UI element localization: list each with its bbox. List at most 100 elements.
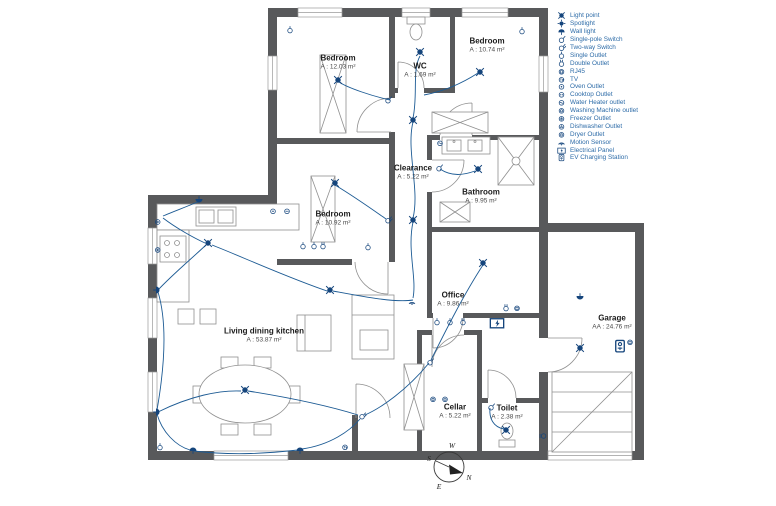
legend-item-freezer-outlet: Freezer Outlet: [557, 115, 638, 123]
legend-item-wall-light: Wall light: [557, 28, 638, 36]
legend-item-motion-sensor: Motion Sensor: [557, 138, 638, 146]
light-point-icon: [330, 178, 340, 188]
light-point-icon: [473, 164, 483, 174]
light-point-icon: [501, 425, 511, 435]
legend-item-single-pole-switch: Single-pole Switch: [557, 36, 638, 44]
hall-closet: [403, 363, 425, 431]
legend-label: Light point: [570, 12, 600, 20]
legend-item-cooktop-outlet: Cooktop Outlet: [557, 91, 638, 99]
tv-outlet-icon: [342, 444, 348, 450]
compass-east-label: E: [436, 482, 442, 491]
legend-item-spotlight: Spotlight: [557, 20, 638, 28]
electrical-panel-icon: [489, 317, 505, 329]
armchair: [177, 308, 195, 325]
legend-item-washing-machine-outlet: Washing Machine outlet: [557, 107, 638, 115]
compass-west-label: W: [449, 441, 456, 450]
shower: [497, 136, 535, 186]
legend-label: Dishwasher Outlet: [570, 122, 623, 130]
legend-item-water-heater-outlet: Water Heater outlet: [557, 99, 638, 107]
legend-item-ev-charging-station: EV Charging Station: [557, 154, 638, 162]
wiring: [156, 55, 505, 455]
legend-item-single-outlet: Single Outlet: [557, 51, 638, 59]
kitchen-sink: [195, 206, 237, 227]
legend-item-oven-outlet: Oven Outlet: [557, 83, 638, 91]
legend-label: Spotlight: [570, 20, 595, 28]
compass-south-label: S: [427, 454, 431, 463]
ev-charging-station-icon: [614, 339, 626, 353]
garage-parking: [551, 371, 633, 453]
legend-item-two-way-switch: Two-way Switch: [557, 44, 638, 52]
bathroom-cabinet: [431, 111, 489, 134]
single-outlet-icon: [311, 241, 317, 250]
light-point-icon: [333, 75, 343, 85]
ev-charging-station-icon: [557, 153, 566, 162]
light-point-icon: [475, 67, 485, 77]
washing-machine-outlet-icon: [430, 396, 436, 402]
light-point-icon: [575, 343, 585, 353]
windows: [147, 7, 633, 461]
kitchen-counter: [156, 203, 300, 303]
bathroom-closet: [439, 201, 471, 223]
vanity-sinks: [441, 136, 491, 155]
double-outlet-icon: [320, 241, 326, 250]
light-point-icon: [408, 115, 418, 125]
rj45-icon: [514, 305, 520, 311]
legend: Light point Spotlight Wall light Single-…: [557, 12, 638, 162]
compass-rose: W S N E: [427, 441, 472, 491]
single-outlet-icon: [300, 241, 306, 250]
legend-label: Cooktop Outlet: [570, 91, 613, 99]
cooktop: [159, 235, 187, 263]
legend-item-dryer-outlet: Dryer Outlet: [557, 130, 638, 138]
legend-label: Two-way Switch: [570, 44, 616, 51]
sofa: [296, 314, 332, 352]
light-point-icon: [408, 215, 418, 225]
motion-sensor-icon: [408, 302, 416, 306]
legend-label: Freezer Outlet: [570, 115, 611, 123]
legend-label: Double Outlet: [570, 59, 610, 67]
legend-item-tv: TV: [557, 75, 638, 83]
legend-label: Motion Sensor: [570, 138, 612, 146]
legend-label: Electrical Panel: [570, 146, 615, 154]
toilet-fixture: [498, 422, 516, 448]
two-way-switch-icon: [359, 412, 367, 420]
legend-label: Oven Outlet: [570, 83, 605, 91]
doors: [354, 61, 583, 419]
legend-label: Dryer Outlet: [570, 130, 605, 138]
light-point-icon: [240, 385, 250, 395]
light-point-icon: [325, 285, 335, 295]
legend-label: Single-pole Switch: [570, 36, 623, 44]
dryer-outlet-icon: [442, 396, 448, 402]
water-heater-outlet-icon: [437, 140, 443, 146]
wc-toilet: [406, 16, 426, 41]
legend-item-rj45: RJ45: [557, 67, 638, 75]
legend-label: Water Heater outlet: [570, 99, 626, 107]
wall-light-icon: [576, 292, 584, 300]
double-outlet-icon: [503, 303, 509, 312]
kitchen-island: [351, 294, 395, 360]
rj45-icon: [627, 339, 633, 345]
legend-item-dishwasher-outlet: Dishwasher Outlet: [557, 122, 638, 130]
light-point-icon: [203, 238, 213, 248]
legend-label: Wall light: [570, 28, 596, 36]
wardrobe: [319, 54, 347, 134]
light-point-icon: [478, 258, 488, 268]
legend-label: TV: [570, 75, 579, 83]
single-outlet-icon: [287, 25, 293, 34]
furniture: [156, 16, 633, 453]
single-outlet-icon: [365, 242, 371, 251]
armchair: [199, 308, 217, 325]
wardrobe: [310, 175, 336, 243]
single-outlet-icon: [157, 442, 163, 451]
legend-item-double-outlet: Double Outlet: [557, 59, 638, 67]
legend-label: RJ45: [570, 67, 585, 75]
single-outlet-icon: [434, 317, 440, 326]
light-point-icon: [415, 47, 425, 57]
legend-label: Single Outlet: [570, 51, 607, 59]
compass-north-label: N: [465, 473, 472, 482]
legend-label: Washing Machine outlet: [570, 107, 638, 115]
legend-item-light-point: Light point: [557, 12, 638, 20]
legend-item-electrical-panel: Electrical Panel: [557, 146, 638, 154]
single-outlet-icon: [519, 26, 525, 35]
